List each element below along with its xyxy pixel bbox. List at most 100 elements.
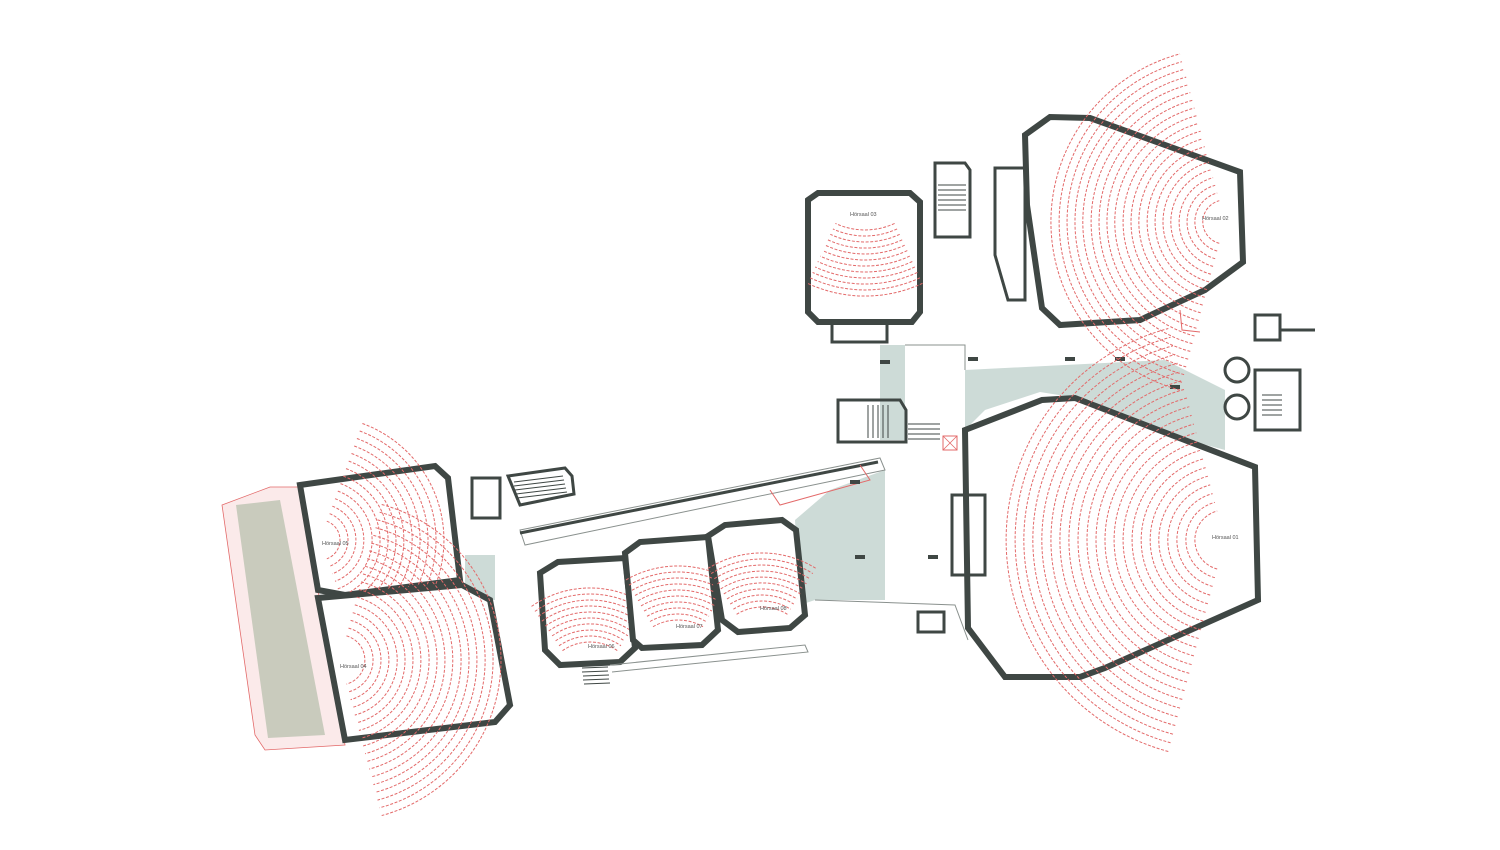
- stair-core-west: [470, 466, 576, 520]
- seat-row: [714, 564, 810, 580]
- seat-row: [358, 589, 414, 731]
- seat-row: [1162, 161, 1210, 283]
- stair-core-central-steps: [867, 405, 889, 438]
- seat-row: [1095, 414, 1192, 666]
- hall-01-wall: [961, 394, 1262, 680]
- hall-01: Hörsaal 01: [950, 328, 1262, 752]
- seat-row: [377, 519, 486, 801]
- seat-row: [830, 233, 900, 243]
- stair-south: [581, 666, 611, 685]
- seat-row: [375, 527, 478, 793]
- hall-03-seating: [807, 222, 923, 297]
- seat-row: [817, 261, 913, 273]
- hall-01-seating: [1005, 328, 1218, 752]
- seat-row: [1098, 99, 1193, 345]
- seat-row: [1122, 123, 1199, 321]
- seat-row: [1131, 449, 1202, 631]
- seat-row: [362, 573, 430, 747]
- seat-row: [1178, 177, 1214, 267]
- seat-row: [1058, 61, 1183, 383]
- seat-row: [1186, 184, 1216, 260]
- seat-row: [1122, 441, 1199, 639]
- terrace-south-edge: [609, 644, 809, 673]
- seat-row: [531, 587, 649, 607]
- kiosk-south: [916, 610, 946, 634]
- seat-row: [541, 605, 639, 622]
- seat-row: [351, 453, 413, 627]
- seat-row: [1146, 146, 1205, 298]
- seat-row: [562, 641, 618, 652]
- seat-row: [346, 635, 366, 685]
- foyer-north-corridor: [880, 345, 905, 440]
- seat-row: [1059, 380, 1183, 700]
- column: [928, 555, 938, 559]
- stair-foyer: [908, 423, 940, 440]
- hall-07-seating: [625, 565, 731, 628]
- seat-row: [1149, 467, 1206, 613]
- bridge-ramp: [769, 464, 871, 506]
- round-column: [1223, 356, 1251, 384]
- seat-row: [707, 552, 817, 569]
- seat-row: [545, 611, 635, 627]
- hall-02-wall: [1021, 113, 1247, 329]
- seat-row: [329, 513, 349, 567]
- stair-core-central: [836, 398, 908, 444]
- seat-row: [1114, 115, 1197, 329]
- seat-row: [1090, 92, 1191, 352]
- seat-row: [379, 511, 494, 809]
- stair-core-east: [1253, 368, 1302, 432]
- seat-row: [835, 222, 895, 231]
- seat-row: [634, 583, 722, 596]
- seat-row: [1170, 169, 1212, 275]
- stair-core-west-steps: [513, 475, 568, 499]
- hall-07: Hörsaal 07: [621, 533, 731, 652]
- seat-row: [548, 617, 632, 632]
- seat-row: [1202, 200, 1220, 244]
- seat-row: [637, 589, 719, 602]
- seat-row: [1068, 388, 1185, 692]
- south-edge: [814, 599, 969, 641]
- column: [880, 360, 890, 364]
- seat-row: [348, 627, 374, 693]
- seat-row: [819, 255, 911, 267]
- central-cores: [814, 161, 1180, 641]
- seat-row: [710, 558, 814, 575]
- seat-row: [354, 604, 398, 716]
- stair-core-north-steps: [938, 184, 966, 211]
- seat-row: [1086, 406, 1190, 674]
- hall-02-vestibule: [993, 166, 1027, 302]
- seat-row: [1066, 68, 1185, 376]
- seat-row: [822, 250, 908, 261]
- seat-row: [717, 570, 807, 585]
- hall-03-label: Hörsaal 03: [850, 212, 877, 218]
- hall-05-wall: [296, 462, 464, 599]
- terrace-planting: [236, 500, 325, 738]
- seat-row: [736, 606, 788, 615]
- seat-row: [729, 594, 795, 605]
- hall-06-label: Hörsaal 06: [588, 644, 615, 650]
- seat-row: [649, 613, 707, 622]
- bridge-wall: [519, 460, 879, 535]
- seat-row: [827, 239, 903, 249]
- seat-row: [356, 438, 429, 642]
- lift-west: [470, 476, 502, 520]
- column: [1170, 385, 1180, 389]
- seat-row: [1194, 510, 1218, 570]
- seat-row: [1050, 371, 1181, 709]
- column: [850, 480, 860, 484]
- seat-row: [1113, 432, 1197, 648]
- seat-row: [1154, 153, 1208, 291]
- seat-row: [1050, 53, 1181, 391]
- seat-row: [555, 629, 625, 642]
- seat-row: [1158, 475, 1209, 605]
- seat-row: [364, 565, 438, 755]
- foyer-south: [795, 470, 885, 605]
- hall-06-wall: [536, 554, 639, 669]
- seat-row: [832, 228, 898, 237]
- seat-row: [1074, 76, 1187, 368]
- seat-row: [1104, 423, 1195, 657]
- seat-row: [369, 550, 454, 770]
- seat-row: [720, 576, 804, 590]
- stair-core-west-wall: [505, 466, 576, 507]
